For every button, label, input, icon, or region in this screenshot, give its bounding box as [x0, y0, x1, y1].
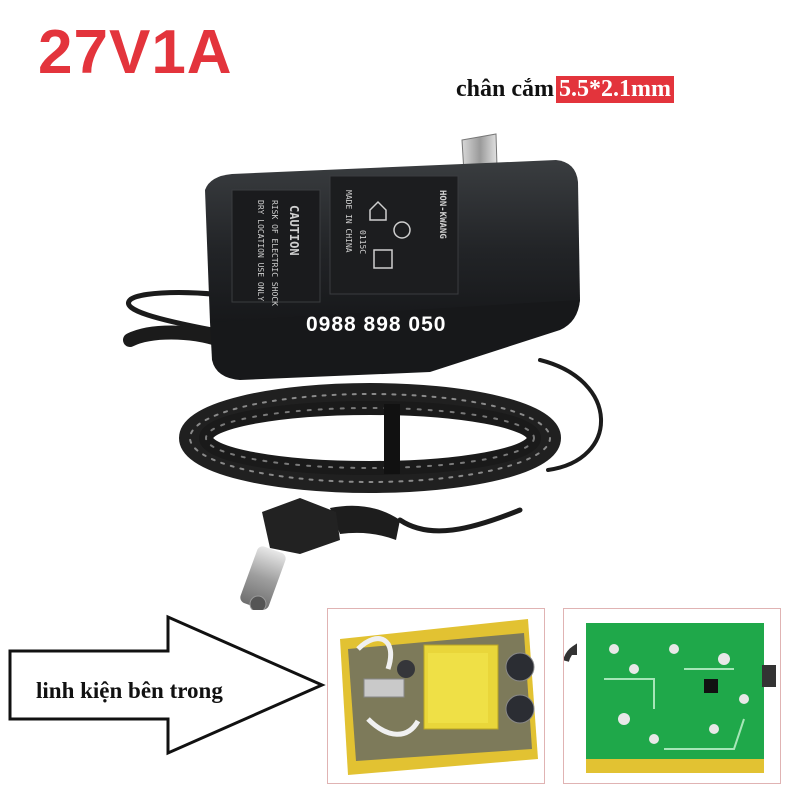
internal-components-label: linh kiện bên trong — [36, 678, 223, 703]
pcb-bottom-photo — [563, 608, 781, 784]
pcb-top-photo — [327, 608, 545, 784]
adapter-body: CAUTION RISK OF ELECTRIC SHOCK DRY LOCAT… — [205, 160, 580, 380]
label-made-in: MADE IN CHINA — [344, 190, 353, 253]
coiled-cable — [179, 358, 603, 534]
plug-spec: chân cắm 5.5*2.1mm — [456, 76, 674, 103]
caution-line1: RISK OF ELECTRIC SHOCK — [270, 200, 279, 306]
phone-number: 0988 898 050 — [306, 313, 447, 336]
label-code: 0115C — [358, 230, 367, 254]
right-arrow-icon — [8, 614, 326, 756]
adapter-image: CAUTION RISK OF ELECTRIC SHOCK DRY LOCAT… — [123, 133, 603, 610]
caution-line2: DRY LOCATION USE ONLY — [256, 200, 265, 301]
caution-title: CAUTION — [287, 205, 301, 256]
plug-spec-prefix: chân cắm — [456, 76, 554, 102]
dc-plug — [240, 498, 400, 610]
plug-spec-size: 5.5*2.1mm — [556, 76, 674, 103]
pcb-bottom-icon — [563, 609, 780, 783]
pcb-top-icon — [328, 609, 544, 783]
product-title: 27V1A — [38, 18, 233, 87]
label-brand: HON-KWANG — [437, 190, 447, 239]
certification-icons — [369, 200, 411, 269]
